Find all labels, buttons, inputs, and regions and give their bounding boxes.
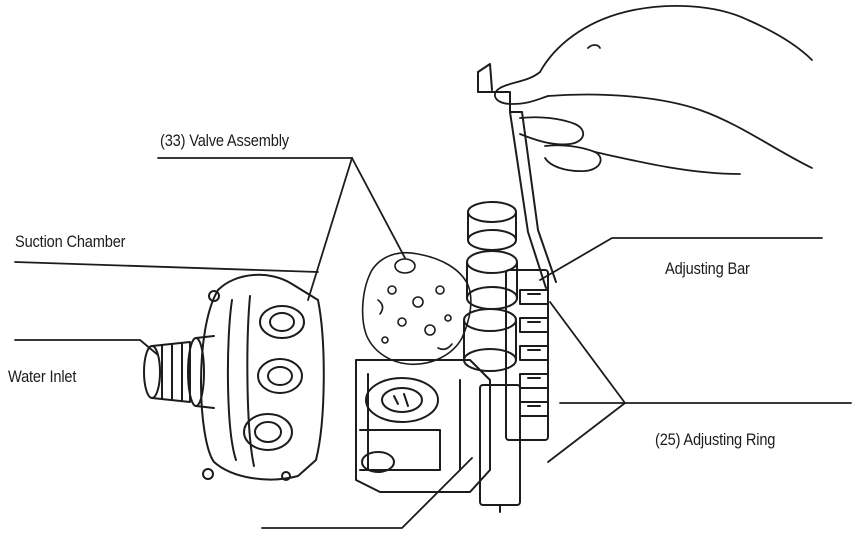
leader-ring-up — [549, 301, 626, 404]
piston-stack — [463, 201, 518, 372]
hand-drawing — [494, 4, 813, 175]
label-suction-chamber: Suction Chamber — [15, 232, 126, 251]
leader-valve-left — [307, 157, 353, 301]
leader-valve-right — [351, 157, 406, 259]
label-water-inlet: Water Inlet — [8, 367, 77, 386]
leader-ring-down — [547, 402, 626, 463]
leader-suction — [14, 261, 319, 273]
adjusting-stem — [479, 269, 549, 513]
label-adjusting-ring: (25) Adjusting Ring — [655, 430, 776, 449]
valve-assembly-drawing — [361, 251, 472, 366]
water-inlet-drawing — [143, 335, 215, 409]
leader-bottom — [261, 457, 473, 529]
pump-body-drawing — [355, 359, 491, 493]
label-adjusting-bar: Adjusting Bar — [665, 259, 750, 278]
leader-water — [14, 339, 159, 356]
label-valve-assembly: (33) Valve Assembly — [160, 131, 289, 150]
leader-bar — [539, 237, 823, 281]
leader-lines — [14, 157, 852, 529]
suction-chamber-drawing — [200, 273, 325, 481]
